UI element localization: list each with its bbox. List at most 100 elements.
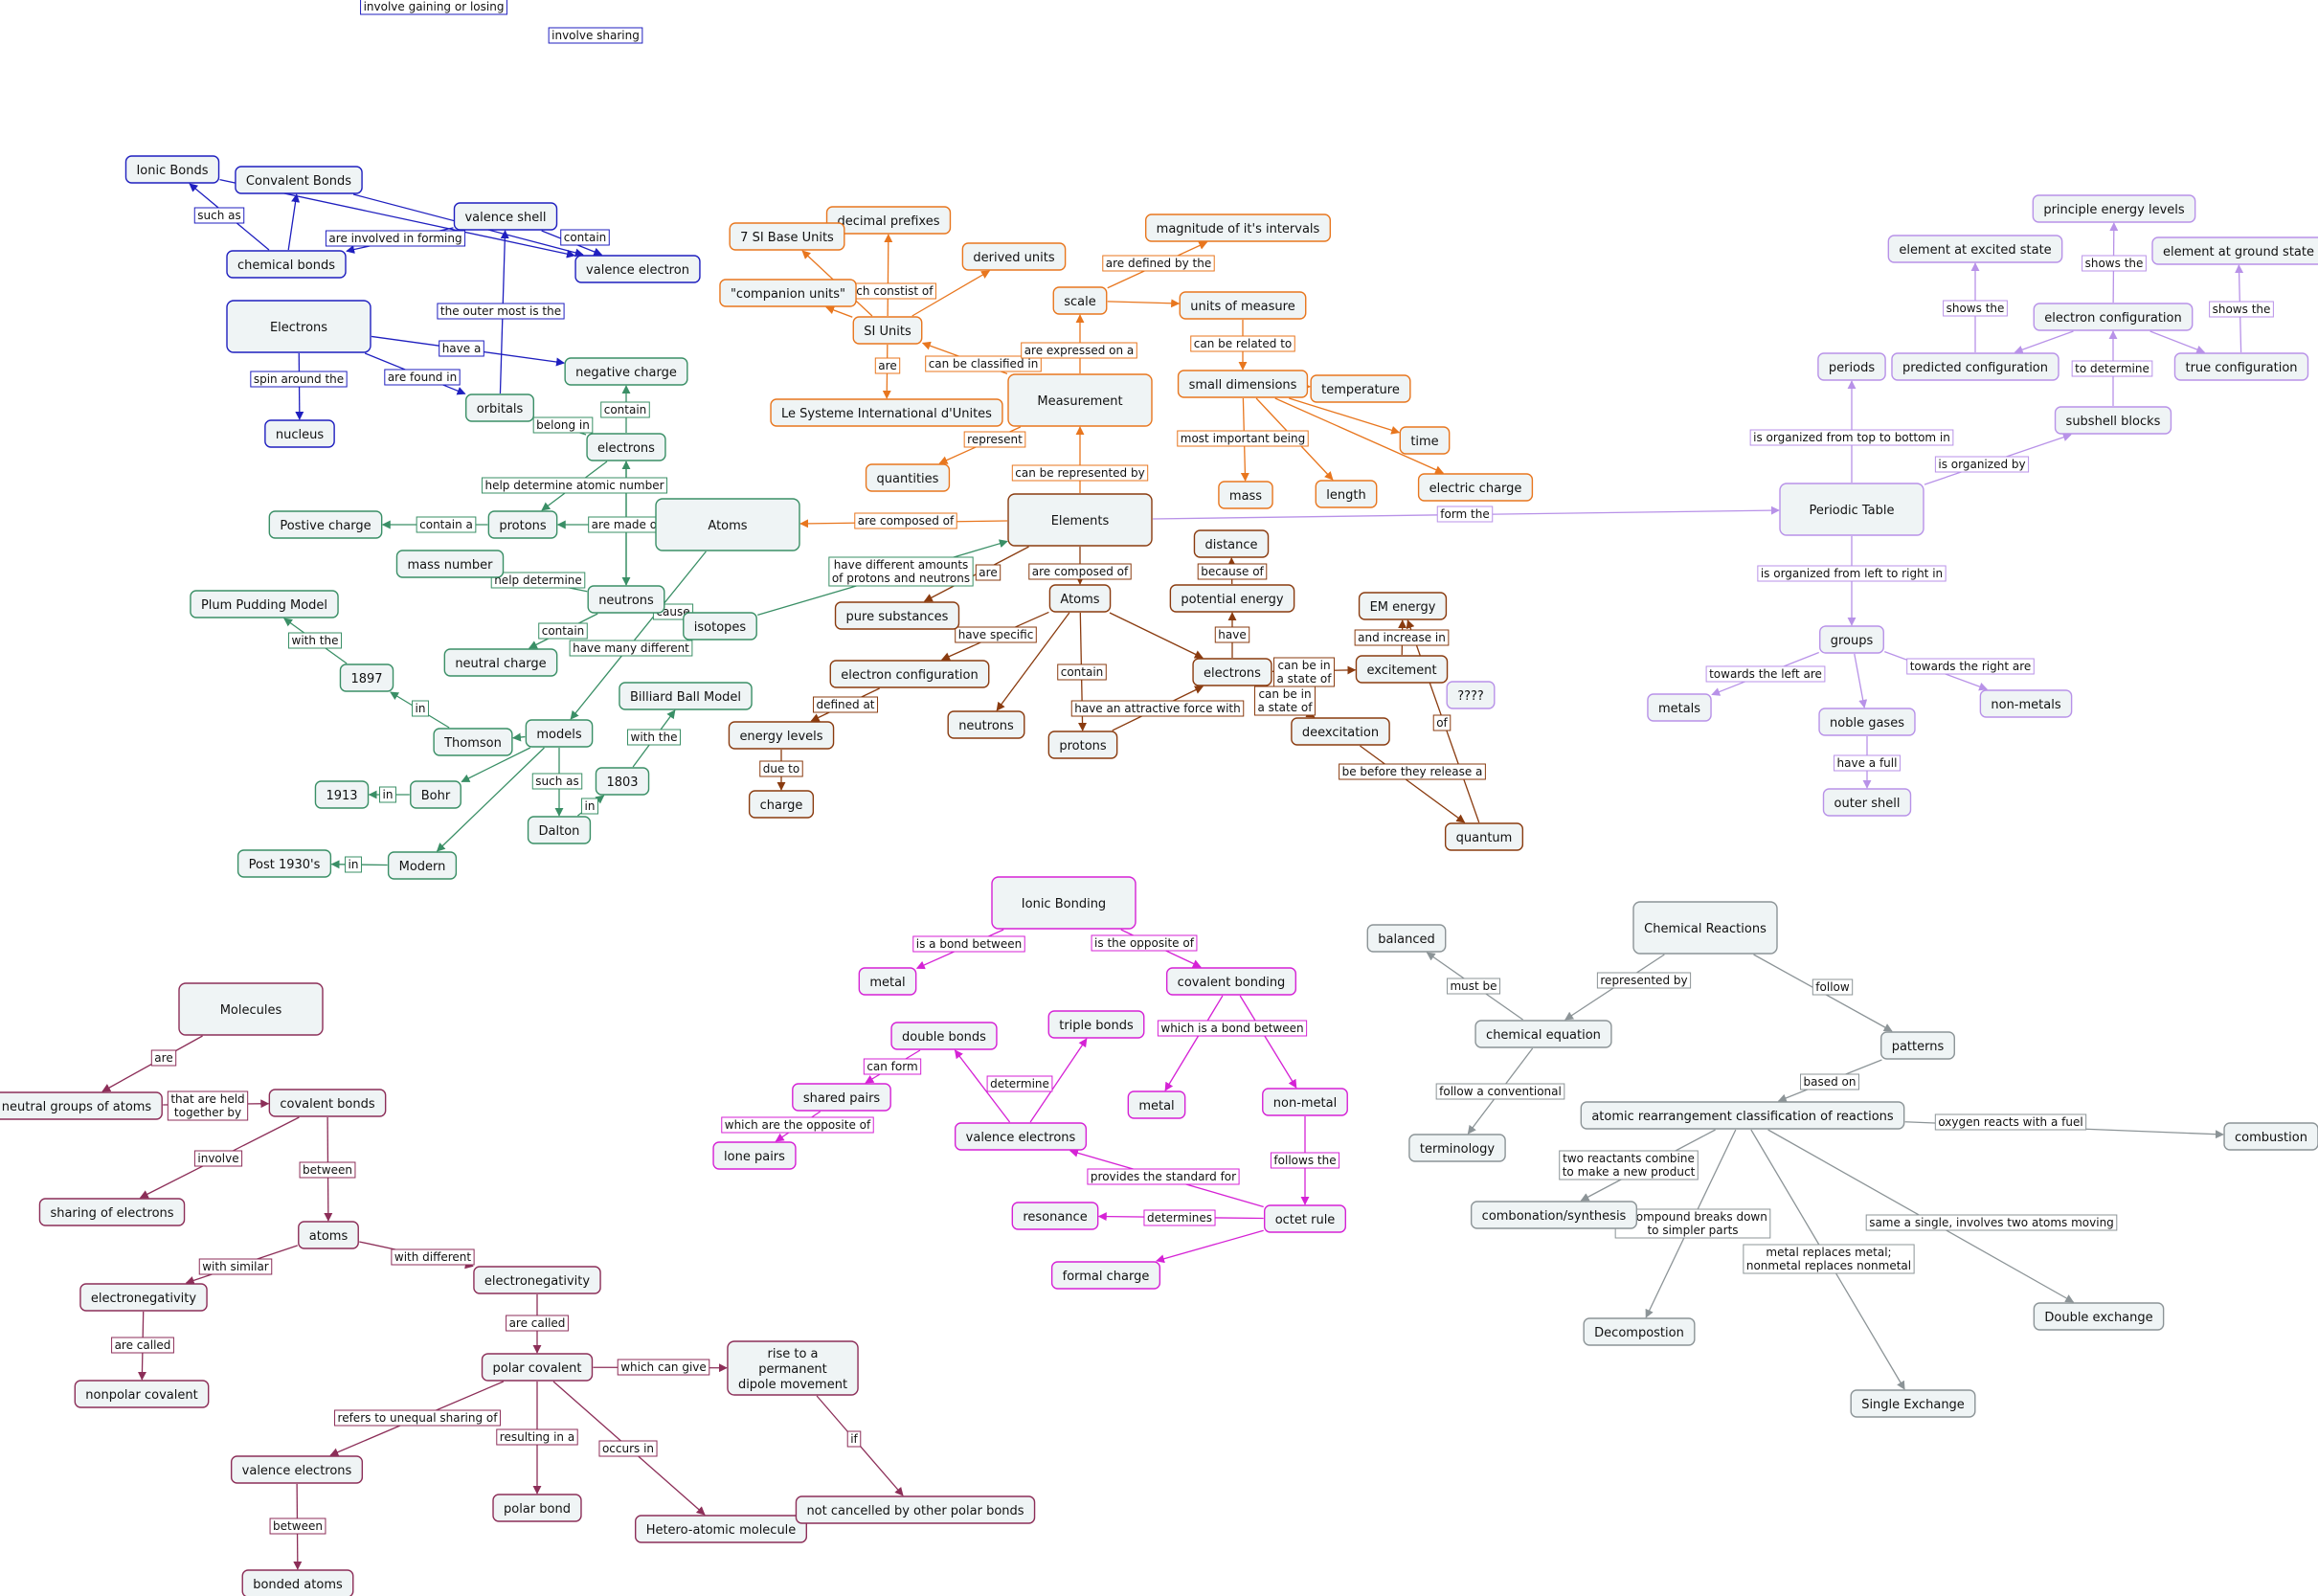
node-scale[interactable]: scale <box>1052 286 1108 315</box>
node-protons-b[interactable]: protons <box>1047 731 1118 759</box>
node-plum-pudding[interactable]: Plum Pudding Model <box>190 590 339 618</box>
node-elements[interactable]: Elements <box>1007 493 1153 547</box>
node-lone-pairs[interactable]: lone pairs <box>712 1141 797 1170</box>
node-outer-shell[interactable]: outer shell <box>1822 788 1912 817</box>
node-distance[interactable]: distance <box>1193 529 1270 558</box>
node-patterns[interactable]: patterns <box>1880 1031 1955 1060</box>
node-small-dimensions[interactable]: small dimensions <box>1177 370 1309 398</box>
node-metals[interactable]: metals <box>1647 693 1712 722</box>
node-y1897[interactable]: 1897 <box>339 663 394 692</box>
node-excitement[interactable]: excitement <box>1355 655 1449 684</box>
node-shared-pairs[interactable]: shared pairs <box>792 1083 891 1112</box>
node-electron-configuration-b[interactable]: electron configuration <box>829 660 990 688</box>
node-protons-g[interactable]: protons <box>487 510 558 539</box>
node-atomic-rearrangement[interactable]: atomic rearrangement classification of r… <box>1580 1101 1905 1130</box>
node-charge[interactable]: charge <box>748 790 815 819</box>
node-electrons-b[interactable]: electrons <box>1192 658 1272 686</box>
node-neutral-charge[interactable]: neutral charge <box>443 648 558 677</box>
node-mass-number[interactable]: mass number <box>395 550 505 578</box>
node-si-base-units[interactable]: 7 SI Base Units <box>729 222 845 251</box>
node-double-bonds[interactable]: double bonds <box>890 1022 998 1050</box>
node-periods[interactable]: periods <box>1817 352 1886 381</box>
node-quantum[interactable]: quantum <box>1444 822 1524 851</box>
node-balanced[interactable]: balanced <box>1366 924 1447 953</box>
node-combustion[interactable]: combustion <box>2223 1122 2318 1151</box>
node-triple-bonds[interactable]: triple bonds <box>1047 1010 1145 1039</box>
node-atoms-b[interactable]: Atoms <box>1048 584 1112 613</box>
node-groups[interactable]: groups <box>1819 625 1884 654</box>
node-units-of-measure[interactable]: units of measure <box>1179 291 1307 320</box>
node-electronegativity2[interactable]: electronegativity <box>473 1266 601 1294</box>
node-positive-charge[interactable]: Postive charge <box>268 510 383 539</box>
node-true-configuration[interactable]: true configuration <box>2173 352 2309 381</box>
node-neutrons-b[interactable]: neutrons <box>947 710 1025 739</box>
node-covalent-bonding[interactable]: covalent bonding <box>1165 967 1297 996</box>
node-em-energy[interactable]: EM energy <box>1358 592 1448 620</box>
node-pure-substances[interactable]: pure substances <box>834 601 960 630</box>
node-chemical-equation[interactable]: chemical equation <box>1474 1020 1612 1048</box>
node-subshell-blocks[interactable]: subshell blocks <box>2054 406 2172 435</box>
node-y1803[interactable]: 1803 <box>595 767 650 796</box>
node-thomson[interactable]: Thomson <box>433 728 513 756</box>
node-billiard-ball[interactable]: Billiard Ball Model <box>619 682 753 710</box>
node-ionic-bonding[interactable]: Ionic Bonding <box>991 876 1136 930</box>
node-hetero-atomic[interactable]: Hetero-atomic molecule <box>634 1515 808 1543</box>
node-atoms-mo[interactable]: atoms <box>298 1221 359 1249</box>
node-deexcitation[interactable]: deexcitation <box>1291 717 1390 746</box>
node-chemical-reactions[interactable]: Chemical Reactions <box>1632 901 1778 955</box>
node-resonance[interactable]: resonance <box>1011 1202 1099 1230</box>
node-valence-electrons-m[interactable]: valence electrons <box>954 1122 1088 1151</box>
node-modern[interactable]: Modern <box>387 851 458 880</box>
node-temperature[interactable]: temperature <box>1310 374 1411 403</box>
node-terminology[interactable]: terminology <box>1408 1134 1506 1162</box>
node-polar-covalent[interactable]: polar covalent <box>481 1353 594 1382</box>
node-metal-m2[interactable]: metal <box>1127 1090 1186 1119</box>
node-single-exchange[interactable]: Single Exchange <box>1850 1389 1976 1418</box>
node-decomposition[interactable]: Decompostion <box>1583 1317 1696 1346</box>
node-time[interactable]: time <box>1399 426 1451 455</box>
node-octet-rule[interactable]: octet rule <box>1263 1204 1347 1233</box>
node-models[interactable]: models <box>525 719 594 748</box>
node-negative-charge[interactable]: negative charge <box>564 357 688 386</box>
node-principle-energy-levels[interactable]: principle energy levels <box>2032 194 2196 223</box>
node-valence-electron[interactable]: valence electron <box>574 255 701 283</box>
node-y1913[interactable]: 1913 <box>314 780 370 809</box>
node-periodic-table[interactable]: Periodic Table <box>1779 483 1924 536</box>
node-electron-configuration-l[interactable]: electron configuration <box>2033 303 2194 331</box>
node-measurement[interactable]: Measurement <box>1007 373 1153 427</box>
node-bonded-atoms[interactable]: bonded atoms <box>241 1569 354 1596</box>
node-non-metal-m[interactable]: non-metal <box>1262 1088 1348 1116</box>
node-formal-charge[interactable]: formal charge <box>1050 1261 1161 1290</box>
node-electrons-top[interactable]: Electrons <box>226 300 371 353</box>
node-si-units[interactable]: SI Units <box>852 316 923 345</box>
node-dalton[interactable]: Dalton <box>527 816 592 844</box>
node-sharing-electrons[interactable]: sharing of electrons <box>38 1198 186 1226</box>
node-non-metals[interactable]: non-metals <box>1979 689 2073 718</box>
node-excited-state[interactable]: element at excited state <box>1887 235 2063 263</box>
node-companion-units[interactable]: "companion units" <box>719 279 857 307</box>
node-magnitude[interactable]: magnitude of it's intervals <box>1144 214 1332 242</box>
node-isotopes[interactable]: isotopes <box>683 612 757 641</box>
node-molecules[interactable]: Molecules <box>178 982 324 1036</box>
node-ground-state[interactable]: element at ground state <box>2151 236 2318 265</box>
node-combonation[interactable]: combonation/synthesis <box>1470 1201 1638 1229</box>
node-nonpolar-covalent[interactable]: nonpolar covalent <box>74 1380 210 1408</box>
node-noble-gases[interactable]: noble gases <box>1818 708 1916 736</box>
node-bohr[interactable]: Bohr <box>410 780 461 809</box>
node-neutral-groups[interactable]: neutral groups of atoms <box>0 1091 163 1120</box>
node-electronegativity1[interactable]: electronegativity <box>79 1283 208 1312</box>
node-potential-energy[interactable]: potential energy <box>1169 584 1295 613</box>
node-convalent-bonds[interactable]: Convalent Bonds <box>235 166 363 194</box>
node-atoms-g[interactable]: Atoms <box>655 498 800 551</box>
node-mass[interactable]: mass <box>1218 481 1273 509</box>
node-chemical-bonds[interactable]: chemical bonds <box>226 250 347 279</box>
node-not-cancelled[interactable]: not cancelled by other polar bonds <box>795 1495 1036 1524</box>
node-energy-levels[interactable]: energy levels <box>728 721 835 750</box>
node-orbitals[interactable]: orbitals <box>464 393 535 422</box>
node-quantities[interactable]: quantities <box>865 463 951 492</box>
node-valence-shell[interactable]: valence shell <box>453 202 558 231</box>
node-valence-electrons-mo[interactable]: valence electrons <box>230 1455 364 1484</box>
node-unknown[interactable]: ???? <box>1446 681 1496 709</box>
node-predicted-configuration[interactable]: predicted configuration <box>1891 352 2059 381</box>
